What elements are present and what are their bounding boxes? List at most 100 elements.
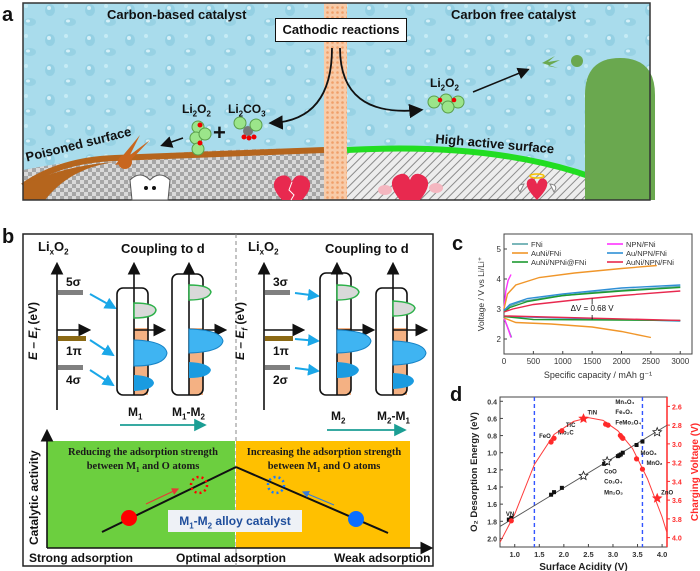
right-volcano-line-1: Increasing the adsorption strength bbox=[246, 447, 402, 458]
formula-part: O bbox=[54, 239, 65, 254]
panel-label-a: a bbox=[2, 4, 14, 26]
compound-label: FeMo₂O₄ bbox=[615, 420, 641, 426]
weak-adsorption-dot bbox=[348, 511, 364, 527]
x-tick-label: 2.5 bbox=[583, 550, 593, 559]
y-tick-label: 1.4 bbox=[487, 485, 497, 492]
compound-label: Mn₃O₄ bbox=[615, 400, 634, 406]
optimal-adsorption-label: Optimal adsorption bbox=[176, 551, 287, 565]
compound-label: Co₃O₄ bbox=[604, 480, 622, 486]
y-tick-label: 0.6 bbox=[487, 416, 497, 423]
arrow-to-poisoned bbox=[160, 136, 184, 148]
formula-sub: 2 bbox=[206, 109, 211, 119]
formula-sub: x bbox=[259, 247, 265, 257]
desorption-star-point bbox=[578, 470, 589, 481]
level-2sigma bbox=[265, 365, 290, 370]
legend-label: AuNi/NPN/FNi bbox=[626, 258, 674, 267]
formula-part: CO bbox=[243, 102, 262, 116]
legend-label: AuNi/FNi bbox=[531, 249, 561, 258]
left-dos-diagram bbox=[50, 261, 228, 432]
formula-sub: 2 bbox=[192, 109, 198, 119]
formula-part: O bbox=[445, 76, 455, 90]
y-tick-label: 4 bbox=[497, 275, 502, 284]
compound-label: CoO bbox=[604, 469, 617, 475]
compound-label: MoO₃ bbox=[641, 451, 657, 457]
lixo2-label-right: LixO2 bbox=[248, 239, 279, 257]
badge-sub: 1 bbox=[189, 521, 194, 531]
y2-tick-label: 3.6 bbox=[672, 498, 682, 505]
level-label-2sigma: 2σ bbox=[273, 373, 288, 387]
voltage-point bbox=[551, 435, 557, 441]
delta-v-label: ΔV = 0.68 V bbox=[571, 304, 615, 313]
y2-tick-label: 2.6 bbox=[672, 404, 682, 411]
center-separator bbox=[324, 3, 347, 200]
voltage-star-point bbox=[578, 413, 589, 424]
desorption-point bbox=[640, 439, 645, 444]
axis-text: E – E bbox=[233, 330, 247, 360]
li2co3-label: Li2CO3 bbox=[228, 102, 266, 118]
compound-label: FeO bbox=[539, 434, 551, 440]
right-volcano-text: Increasing the adsorption strength betwe… bbox=[238, 446, 410, 477]
x-tick-label: 2000 bbox=[613, 357, 631, 366]
formula-part: M bbox=[331, 409, 341, 423]
y2-tick-label: 3.2 bbox=[672, 461, 682, 468]
coupling-title-right: Coupling to d bbox=[325, 241, 409, 256]
formula-sub: x bbox=[49, 247, 55, 257]
coupling-title-left: Coupling to d bbox=[121, 241, 205, 256]
strong-heart-character bbox=[378, 173, 443, 200]
formula-part: Li bbox=[430, 76, 441, 90]
right-meteor bbox=[571, 55, 583, 67]
x-tick-label: 500 bbox=[527, 357, 541, 366]
y-tick-label: 3 bbox=[497, 305, 502, 314]
series-line-discharge bbox=[503, 315, 681, 322]
compound-label: ZnO bbox=[661, 490, 673, 496]
y-tick-label: 0.8 bbox=[487, 434, 497, 441]
catalytic-activity-label: Catalytic activity bbox=[27, 450, 41, 545]
y-tick-label: 0.4 bbox=[487, 399, 497, 406]
y-axis-label: O₂ Desorption Energy (eV) bbox=[469, 412, 480, 532]
alloy-catalyst-badge: M1-M2 alloy catalyst bbox=[168, 510, 302, 532]
cathodic-reactions-box: Cathodic reactions bbox=[275, 18, 407, 42]
level-4sigma bbox=[58, 365, 83, 370]
voltage-point bbox=[508, 518, 514, 524]
y-tick-label: 1.8 bbox=[487, 519, 497, 526]
formula-sub: 2 bbox=[440, 83, 446, 93]
left-meteor bbox=[118, 155, 132, 169]
arrow-to-right-products bbox=[339, 47, 424, 119]
formula-part: Li bbox=[182, 102, 193, 116]
axis-sub: f bbox=[33, 327, 43, 331]
lixo2-label-left: LixO2 bbox=[38, 239, 69, 257]
formula-sub: 2 bbox=[238, 109, 244, 119]
level-label-1pi: 1π bbox=[66, 344, 82, 358]
formula-part: M bbox=[128, 405, 138, 419]
x-tick-label: 3.5 bbox=[632, 550, 642, 559]
formula-sub: 2 bbox=[341, 416, 346, 426]
right-volcano-line-2: between M1 and O atoms bbox=[238, 460, 410, 477]
y-tick-label: 2.0 bbox=[487, 536, 497, 543]
desorption-point bbox=[509, 515, 514, 520]
left-volcano-line-2: between M1 and O atoms bbox=[52, 460, 234, 477]
blue-target-ring bbox=[266, 475, 286, 495]
x-tick-label: 2500 bbox=[642, 357, 660, 366]
x-tick-label: 1000 bbox=[554, 357, 572, 366]
angel-heart-character bbox=[517, 173, 557, 200]
formula-part: O bbox=[197, 102, 207, 116]
li2o2-molecule-right bbox=[427, 93, 465, 114]
desorption-star-point bbox=[601, 455, 613, 466]
legend-label: NPN/FNi bbox=[626, 240, 656, 249]
level-label-1pi-right: 1π bbox=[273, 344, 289, 358]
poisoned-surface bbox=[21, 147, 325, 189]
x-tick-label: 3.0 bbox=[608, 550, 618, 559]
y-tick-label: 1.0 bbox=[487, 451, 497, 458]
broken-heart-character bbox=[273, 175, 311, 201]
desorption-point bbox=[620, 450, 625, 455]
arrow-to-left-products bbox=[268, 47, 333, 130]
voltage-point bbox=[633, 456, 640, 462]
series-line-charge bbox=[503, 274, 512, 310]
left-volcano-line-1: Reducing the adsorption strength bbox=[67, 447, 219, 458]
energy-axis-label-left: E – Ef (eV) bbox=[26, 302, 42, 360]
formula-sub: 1 bbox=[138, 412, 143, 422]
compound-label: TiC bbox=[566, 423, 576, 429]
left-volcano-text: Reducing the adsorption strength between… bbox=[52, 446, 234, 477]
text-part: between M bbox=[267, 461, 317, 472]
